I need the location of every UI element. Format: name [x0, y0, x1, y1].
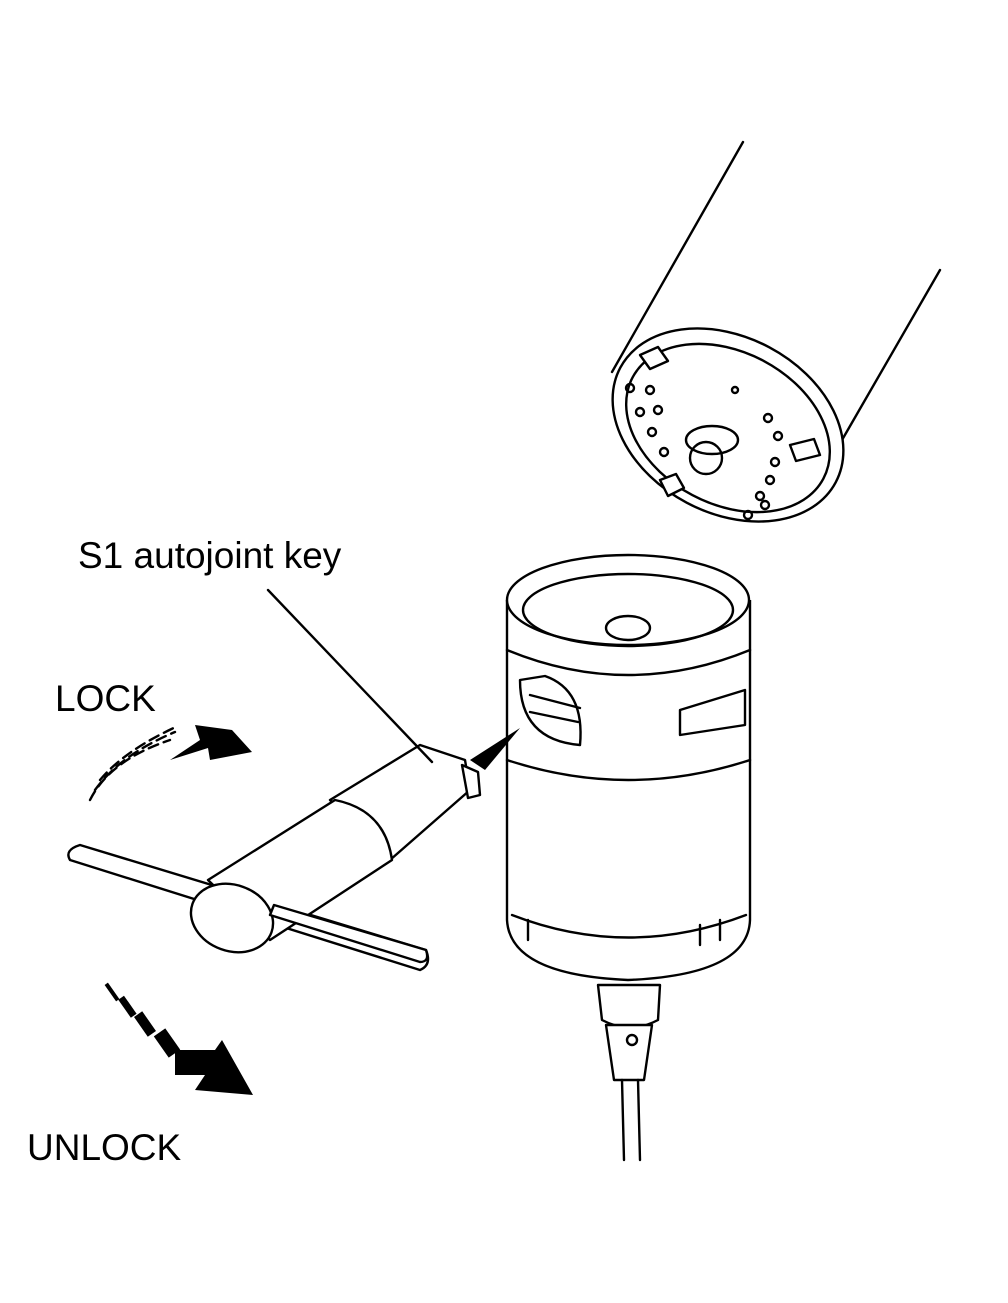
lock-label: LOCK — [55, 678, 156, 719]
autojoint-key — [67, 728, 520, 972]
probe-body — [505, 553, 752, 1162]
unlock-arrow-icon — [104, 982, 253, 1095]
probe-head-extension — [610, 140, 942, 523]
lock-arrow-icon — [88, 724, 252, 802]
unlock-label: UNLOCK — [27, 1127, 182, 1168]
key-label: S1 autojoint key — [78, 535, 342, 576]
leader-line — [266, 588, 434, 764]
